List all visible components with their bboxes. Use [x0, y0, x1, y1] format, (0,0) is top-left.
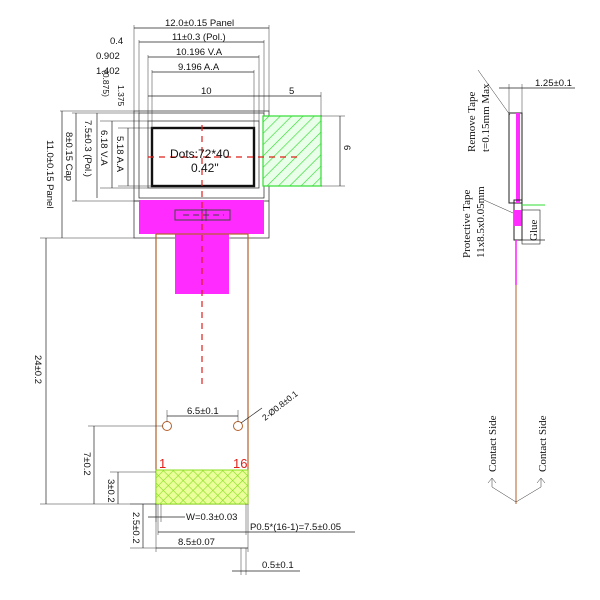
viewing-area	[147, 120, 260, 189]
protective-tape-label: Protective Tape	[461, 190, 473, 258]
dim-3: 3±0.2	[105, 479, 116, 503]
dim-8-5: 8.5±0.07	[178, 537, 215, 548]
dim-0-902: 0.902	[96, 51, 120, 62]
pin-1-label: 1	[159, 456, 166, 471]
dim-6: 6	[341, 145, 352, 150]
hole-dim: 2-Ø0.8±0.1	[260, 388, 300, 422]
contact-side-left: Contact Side	[487, 415, 499, 472]
green-hatch-area	[262, 115, 322, 187]
total-height-dim: 24±0.2	[32, 355, 43, 384]
aa-height-dim: 5.18 A.A	[114, 136, 125, 173]
dim-7: 7±0.2	[81, 452, 92, 476]
hole-left	[162, 421, 172, 431]
aa-width-dim: 9.196 A.A	[178, 62, 220, 73]
remove-tape-thickness: t=0.15mm Max	[480, 83, 492, 152]
dim-2-5: 2.5±0.2	[130, 512, 141, 544]
dim-0-5: 0.5±0.1	[262, 560, 294, 571]
protective-tape-size: 11x8.5x0.05mm	[475, 186, 487, 258]
trace-width-dim: W=0.3±0.03	[186, 512, 237, 523]
dim-0-4: 0.4	[110, 36, 123, 47]
glue-label: Glue	[528, 220, 540, 242]
dim-5: 5	[289, 86, 294, 97]
dim-1-402: 1.402	[96, 66, 120, 77]
dim-1-25: 1.25±0.1	[535, 78, 572, 89]
pol-height-dim: 7.5±0.3 (Pol.)	[82, 120, 93, 177]
dim-1-375: 1.375	[116, 85, 126, 107]
va-width-dim: 10.196 V.A	[176, 47, 223, 58]
pitch-dim: P0.5*(16-1)=7.5±0.05	[250, 522, 341, 533]
pin-16-label: 16	[233, 456, 247, 471]
side-panel	[508, 112, 523, 204]
dim-10: 10	[201, 86, 212, 97]
dim-6-5: 6.5±0.1	[187, 406, 219, 417]
pol-width-dim: 11±0.3 (Pol.)	[172, 32, 226, 43]
cap-height-dim: 8±0.15 Cap	[63, 132, 74, 181]
contact-side-right: Contact Side	[537, 415, 549, 472]
remove-tape-label: Remove Tape	[466, 91, 478, 152]
dim-0-875: (0.875)	[101, 70, 111, 97]
va-height-dim: 6.18 V.A	[98, 130, 109, 166]
dots-label: Dots:72*40	[170, 147, 230, 161]
panel-width-dim: 12.0±0.15 Panel	[165, 18, 234, 29]
panel-height-dim: 11.0±0.15 Panel	[44, 140, 55, 208]
size-label: 0.42"	[191, 161, 219, 175]
contact-pads	[155, 469, 249, 505]
